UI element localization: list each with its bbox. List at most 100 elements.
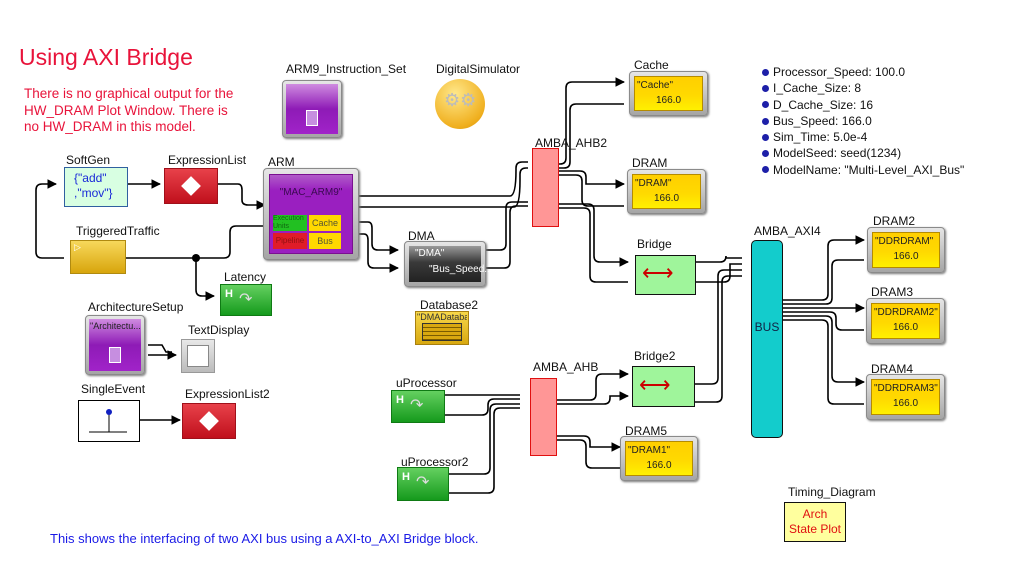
bidirectional-arrow-icon: ⟷	[642, 260, 674, 285]
dma-label: DMA	[408, 229, 435, 243]
curved-arrow-icon: ↷	[416, 474, 430, 491]
architecturesetup-label: ArchitectureSetup	[88, 300, 184, 314]
document-icon	[109, 347, 121, 363]
arm-text: "MAC_ARM9"	[279, 187, 343, 198]
param-label: Bus_Speed: 166.0	[773, 113, 872, 128]
softgen-block[interactable]: {"add" ,"mov"}	[64, 167, 128, 207]
architecturesetup-block[interactable]: "Architectu...	[85, 315, 145, 375]
cache-value: 166.0	[655, 95, 682, 106]
dram2-label: DRAM2	[873, 214, 916, 228]
triggeredtraffic-label: TriggeredTraffic	[76, 224, 160, 238]
arm-cache-cell[interactable]: Cache	[309, 215, 341, 231]
uprocessor2-block[interactable]: H ↷	[397, 467, 449, 501]
dma-text-2: "Bus_Speed...	[429, 264, 493, 275]
diamond-icon	[181, 176, 201, 196]
expressionlist2-label: ExpressionList2	[185, 387, 270, 401]
database2-block[interactable]: "DMADataba...	[415, 311, 469, 345]
arm9-inner	[286, 84, 338, 134]
dram5-label: DRAM5	[625, 424, 668, 438]
dram4-name: "DDRDRAM3"	[874, 383, 938, 394]
play-icon: ▷	[74, 242, 81, 252]
param-item[interactable]: I_Cache_Size: 8	[762, 80, 964, 96]
cache-block[interactable]: "Cache"166.0	[629, 71, 708, 116]
param-item[interactable]: Sim_Time: 5.0e-4	[762, 129, 964, 145]
uprocessor-label: uProcessor	[396, 376, 457, 390]
bullet-icon	[762, 84, 769, 92]
execution-units-cell[interactable]: Execution Units	[273, 215, 307, 231]
textdisplay-label: TextDisplay	[188, 323, 250, 337]
amba-axi4-block[interactable]: BUS	[751, 240, 783, 438]
dram4-label: DRAM4	[871, 362, 914, 376]
gears-icon: ⚙⚙	[444, 90, 477, 110]
amba-ahb2-block[interactable]	[532, 148, 559, 227]
dram2-name: "DDRDRAM"	[875, 236, 934, 247]
architecturesetup-text: "Architectu...	[90, 321, 140, 331]
param-label: Sim_Time: 5.0e-4	[773, 130, 868, 145]
param-item[interactable]: D_Cache_Size: 16	[762, 97, 964, 113]
latency-block[interactable]: H ↷	[220, 284, 272, 316]
dram3-name: "DDRDRAM2"	[874, 307, 938, 318]
bullet-icon	[762, 68, 769, 76]
pipeline-cell[interactable]: Pipeline	[273, 233, 307, 249]
param-item[interactable]: Processor_Speed: 100.0	[762, 64, 964, 80]
latency-label: Latency	[224, 270, 267, 284]
softgen-text-1: {"add"	[74, 171, 107, 185]
bullet-icon	[762, 166, 769, 174]
param-label: D_Cache_Size: 16	[773, 97, 874, 112]
uprocessor-block[interactable]: H ↷	[391, 390, 445, 423]
architecturesetup-inner: "Architectu...	[89, 319, 141, 371]
database2-text: "DMADataba...	[417, 312, 467, 322]
param-item[interactable]: ModelName: "Multi-Level_AXI_Bus"	[762, 162, 964, 178]
note-text: There is no graphical output for the HW_…	[24, 86, 234, 134]
timing-diagram-label: Timing_Diagram	[788, 485, 876, 499]
dma-block[interactable]: "DMA" "Bus_Speed...	[404, 241, 493, 287]
arm-label: ARM	[268, 155, 295, 169]
bridge-block[interactable]: ⟷	[635, 255, 696, 295]
bullet-icon	[762, 150, 769, 158]
dram5-block[interactable]: "DRAM1"166.0	[620, 436, 698, 481]
timing-diagram-block[interactable]: Arch State Plot	[784, 502, 846, 542]
digitalsimulator-block[interactable]: ⚙⚙	[435, 79, 485, 129]
timing-diagram-text-1: Arch	[802, 507, 828, 521]
expressionlist2-block[interactable]	[182, 403, 236, 439]
param-label: I_Cache_Size: 8	[773, 81, 862, 96]
dram5-name: "DRAM1"	[628, 445, 671, 456]
arm-bus-cell[interactable]: Bus	[309, 233, 341, 249]
bridge-label: Bridge	[637, 237, 672, 251]
dram3-block[interactable]: "DDRDRAM2"166.0	[866, 298, 945, 344]
arm9-instruction-set-block[interactable]	[282, 80, 342, 138]
uprocessor2-label: uProcessor2	[401, 455, 469, 469]
param-item[interactable]: Bus_Speed: 166.0	[762, 113, 964, 129]
singleevent-block[interactable]	[78, 400, 140, 442]
param-label: Processor_Speed: 100.0	[773, 65, 906, 79]
amba-axi4-label: AMBA_AXI4	[754, 224, 821, 238]
h-icon: H	[225, 288, 233, 300]
param-item[interactable]: ModelSeed: seed(1234)	[762, 145, 964, 161]
cache-label: Cache	[634, 58, 669, 72]
document-icon	[306, 110, 318, 126]
softgen-text-2: ,"mov"}	[74, 186, 113, 200]
dram4-block[interactable]: "DDRDRAM3"166.0	[866, 374, 945, 420]
h-icon: H	[402, 471, 410, 483]
table-icon	[422, 323, 462, 341]
footer-description: This shows the interfacing of two AXI bu…	[50, 531, 479, 546]
dram-name: "DRAM"	[635, 178, 672, 189]
triggeredtraffic-block[interactable]: ▷	[70, 240, 126, 274]
expressionlist-block[interactable]	[164, 168, 218, 204]
dram3-label: DRAM3	[871, 285, 914, 299]
dram2-block[interactable]: "DDRDRAM" 166.0	[867, 227, 945, 273]
digitalsimulator-label: DigitalSimulator	[436, 62, 521, 76]
dram-label: DRAM	[632, 156, 668, 170]
bridge2-label: Bridge2	[634, 349, 676, 363]
amba-ahb-block[interactable]	[530, 378, 557, 456]
bridge2-block[interactable]: ⟷	[632, 366, 695, 407]
textdisplay-block[interactable]	[181, 339, 215, 373]
dram-block[interactable]: "DRAM"166.0	[627, 169, 706, 214]
timing-diagram-text-2: State Plot	[788, 522, 842, 536]
arm-inner: "MAC_ARM9" Execution Units Cache Pipelin…	[269, 174, 353, 254]
bus-text: BUS	[754, 320, 780, 334]
curved-arrow-icon: ↷	[410, 397, 424, 414]
dram2-value: 166.0	[893, 251, 919, 262]
arm-block[interactable]: "MAC_ARM9" Execution Units Cache Pipelin…	[263, 168, 359, 260]
